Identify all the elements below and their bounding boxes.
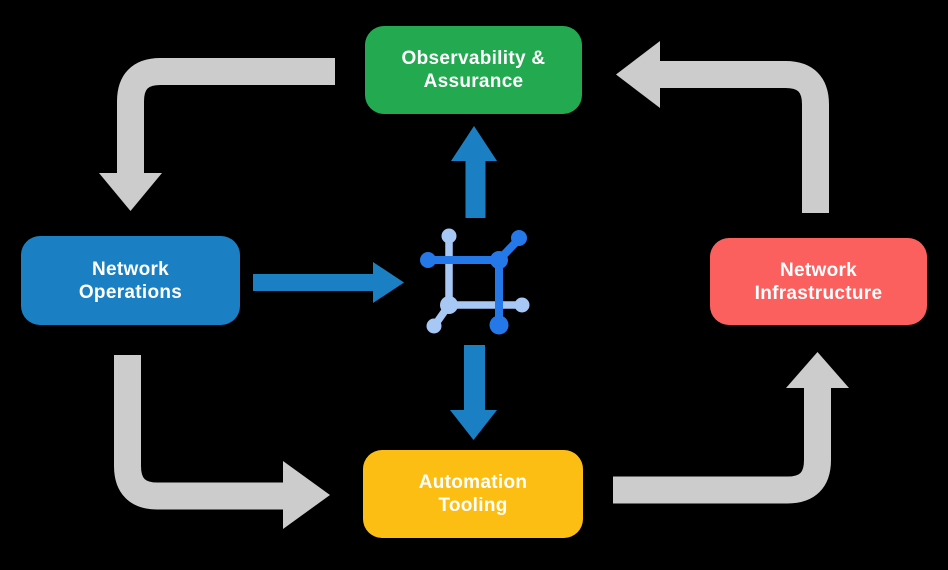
- flow-arrowhead-right-icon: [373, 262, 404, 303]
- cycle-arrowhead-down-icon: [99, 173, 162, 211]
- node-label-line1: Observability &: [401, 48, 546, 69]
- node-automation-tooling: Automation Tooling: [363, 450, 583, 538]
- network-icon-dark-nodes: [420, 230, 527, 335]
- cycle-arrowhead-left-icon: [616, 41, 660, 108]
- node-network-infrastructure: Network Infrastructure: [710, 238, 927, 325]
- flow-arrow-shaft: [253, 274, 374, 291]
- node-label-line2: Operations: [78, 281, 183, 303]
- cycle-arrowhead-right-icon: [283, 461, 330, 529]
- flow-arrow-shaft: [465, 159, 486, 218]
- flow-arrow-shaft: [464, 345, 485, 411]
- flow-arrowhead-up-icon: [451, 126, 497, 161]
- cycle-arrow-automation-to-infrastructure: [613, 352, 849, 504]
- node-label-line2: Tooling: [438, 495, 508, 516]
- flow-arrow-center-to-automation: [450, 345, 497, 440]
- cycle-arrow-shaft: [117, 58, 335, 174]
- node-label-line1: Automation: [418, 472, 528, 493]
- node-observability-assurance: Observability & Assurance: [365, 26, 582, 114]
- node-label-line1: Network: [91, 258, 170, 280]
- node-network-operations: Network Operations: [21, 236, 240, 325]
- cycle-arrow-operations-to-automation: [114, 355, 330, 529]
- node-label-line2: Assurance: [423, 71, 524, 92]
- cycle-arrowhead-up-icon: [786, 352, 849, 388]
- cycle-arrow-observability-to-operations: [99, 58, 335, 211]
- flow-arrowhead-down-icon: [450, 410, 497, 440]
- node-label-line2: Infrastructure: [754, 282, 883, 304]
- cycle-arrow-shaft: [114, 355, 284, 510]
- network-icon-light-nodes: [426, 228, 530, 334]
- flow-arrow-center-to-observability: [451, 126, 497, 218]
- node-label-line1: Network: [779, 259, 858, 281]
- network-mesh-icon: [420, 228, 530, 335]
- cycle-arrow-shaft: [613, 388, 831, 504]
- cycle-arrow-shaft: [660, 61, 829, 213]
- flow-arrow-operations-to-center: [253, 262, 404, 303]
- cycle-arrow-infrastructure-to-observability: [616, 41, 829, 213]
